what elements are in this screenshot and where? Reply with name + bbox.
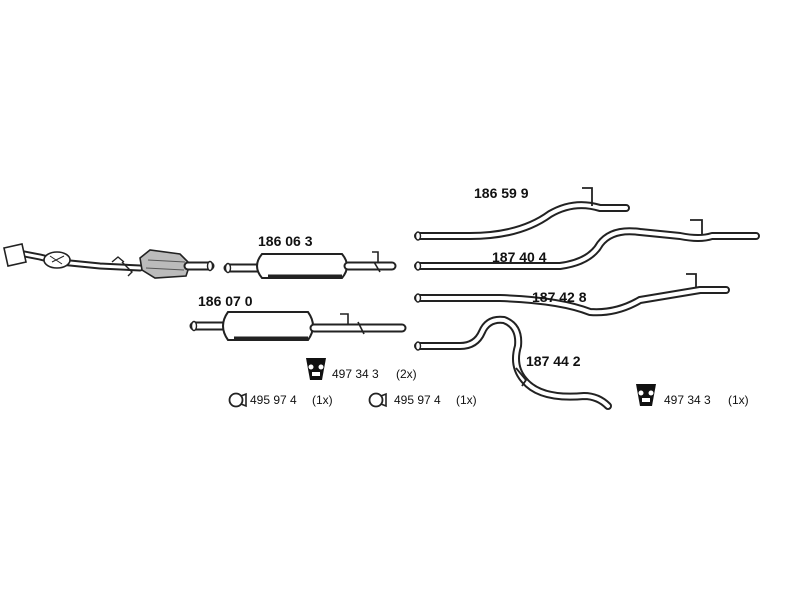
- accessory-quantity: (1x): [312, 393, 333, 407]
- accessory-number: 497 34 3: [664, 393, 711, 407]
- accessory-quantity: (2x): [396, 367, 417, 381]
- accessory-number: 497 34 3: [332, 367, 379, 381]
- label-186-07-0: 186 07 0: [198, 293, 253, 309]
- front-muffler-186-06-3: [223, 251, 397, 279]
- accessory-quantity: (1x): [728, 393, 749, 407]
- tail-pipe-187-42-8: [414, 273, 730, 317]
- pipe-clamp-icon: [228, 392, 247, 408]
- pipe-clamp-icon: [368, 392, 387, 408]
- front-muffler-186-07-0: [189, 311, 407, 341]
- tail-pipe-187-44-2: [414, 315, 612, 410]
- label-187-44-2: 187 44 2: [526, 353, 581, 369]
- accessory-quantity: (1x): [456, 393, 477, 407]
- catalytic-converter: [3, 243, 215, 279]
- rubber-mount-icon: [306, 358, 326, 380]
- accessory-number: 495 97 4: [394, 393, 441, 407]
- label-187-42-8: 187 42 8: [532, 289, 587, 305]
- tail-pipe-187-40-4: [414, 219, 760, 271]
- rubber-mount-icon: [636, 384, 656, 406]
- label-187-40-4: 187 40 4: [492, 249, 547, 265]
- label-186-59-9: 186 59 9: [474, 185, 529, 201]
- accessory-number: 495 97 4: [250, 393, 297, 407]
- label-186-06-3: 186 06 3: [258, 233, 313, 249]
- tail-pipe-186-59-9: [414, 187, 630, 241]
